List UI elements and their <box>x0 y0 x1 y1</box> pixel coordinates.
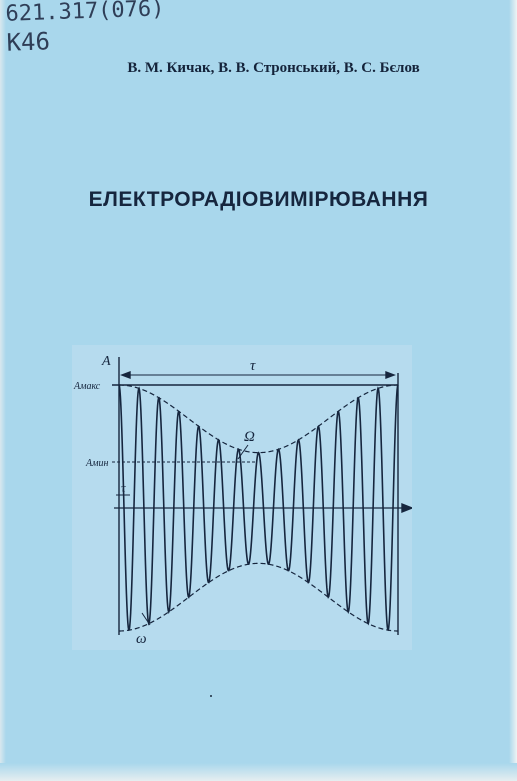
catalog-author-mark: К46 <box>6 27 51 57</box>
amax-label: Aмакс <box>73 381 101 392</box>
omega-capital-label: Ω <box>244 429 255 445</box>
am-signal-diagram: A Aмакс Aмин τ τ Ω ω t <box>72 345 412 650</box>
tau-arrow-left-head <box>120 370 131 380</box>
tau-top-label: τ <box>250 358 256 374</box>
authors: В. М. Кичак, В. В. Стронський, В. С. Бєл… <box>127 60 420 76</box>
y-axis-label: A <box>101 354 111 369</box>
catalog-udc: 621.317(076) <box>5 0 165 27</box>
tau-left-label: τ <box>121 480 127 495</box>
omega-small-leader <box>141 612 151 626</box>
scan-edge-bottom <box>0 763 517 781</box>
amin-label: Aмин <box>85 458 108 469</box>
figure-background <box>72 345 412 650</box>
book-title: ЕЛЕКТРОРАДІОВИМІРЮВАННЯ <box>88 188 429 211</box>
am-signal-figure: A Aмакс Aмин τ τ Ω ω t <box>72 345 412 650</box>
carrier-wave <box>118 384 399 632</box>
lower-envelope <box>119 562 398 632</box>
time-axis-arrow <box>401 502 412 514</box>
omega-leader <box>237 444 249 460</box>
omega-small-label: ω <box>136 631 147 647</box>
printed-dot <box>210 695 212 697</box>
scan-edge-right <box>509 0 517 781</box>
scan-edge-left <box>0 0 6 781</box>
upper-envelope <box>119 384 398 454</box>
tau-arrow-right-head <box>385 370 396 380</box>
library-catalog-code: 621.317(076) К46 <box>5 0 166 57</box>
